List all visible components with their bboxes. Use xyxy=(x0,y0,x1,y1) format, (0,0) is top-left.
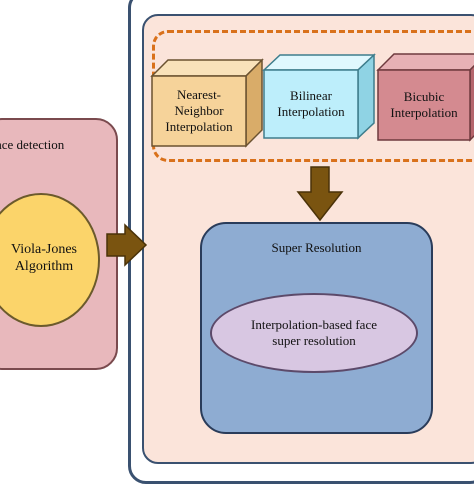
bicubic-cube xyxy=(376,53,474,142)
super-resolution-title: Super Resolution xyxy=(271,239,362,255)
nearest-neighbor-label: Nearest- Neighbor Interpolation xyxy=(165,86,233,135)
bicubic-label: Bicubic Interpolation xyxy=(390,88,458,120)
viola-jones-ellipse xyxy=(0,193,100,327)
bilinear-label: Bilinear Interpolation xyxy=(277,87,345,119)
nearest-neighbor-cube xyxy=(150,58,264,148)
viola-jones-label: Viola-Jones Algorithm xyxy=(10,241,78,275)
down-arrow xyxy=(296,166,344,222)
right-arrow xyxy=(106,223,148,267)
interpolation-based-label: Interpolation-based face super resolutio… xyxy=(251,316,377,348)
face-detection-title: ace detection xyxy=(0,136,65,152)
interpolation-based-ellipse xyxy=(210,293,418,373)
bilinear-cube xyxy=(262,53,376,140)
diagram-shapes xyxy=(106,53,474,267)
